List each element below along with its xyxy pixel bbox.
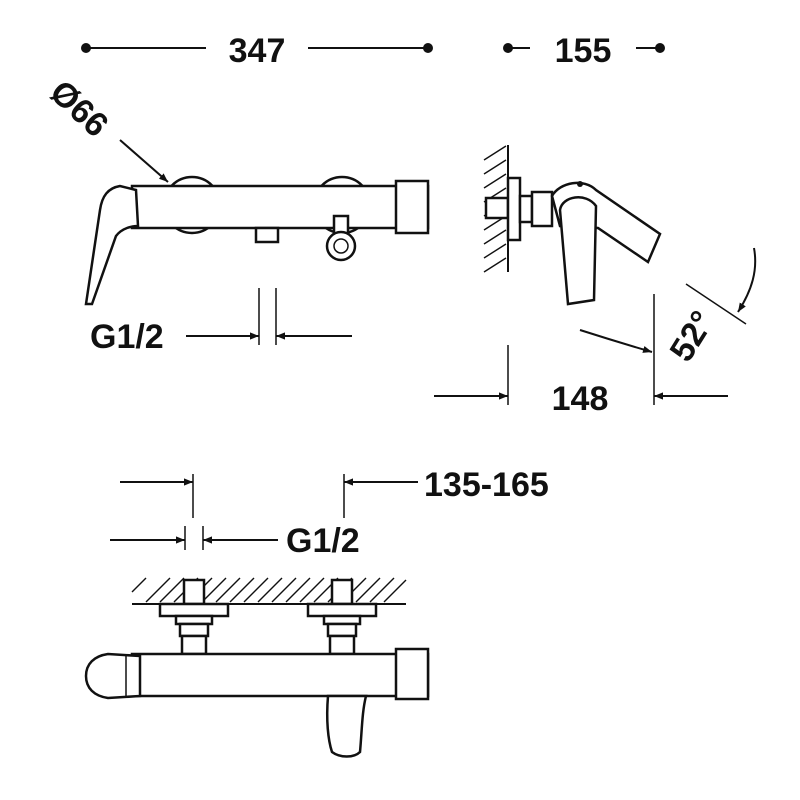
side-lever — [558, 196, 598, 306]
top-lever — [84, 652, 142, 700]
thermostat-knob — [394, 179, 430, 235]
dimension-thread-top: G1/2 — [90, 288, 352, 356]
dimension-diameter: Ø66 — [43, 73, 169, 183]
side-nut — [518, 194, 534, 224]
thread-bottom-label: G1/2 — [286, 522, 360, 560]
left-connector — [158, 578, 230, 656]
overall-length-label: 347 — [229, 32, 286, 70]
diameter-label: Ø66 — [43, 73, 116, 145]
top-view: 135-165 G1/2 — [84, 466, 549, 758]
dimension-angle: 52° — [579, 247, 757, 368]
front-view: 347 Ø66 G1/2 — [43, 32, 433, 356]
projection-label: 148 — [552, 380, 609, 418]
center-distance-label: 135-165 — [424, 466, 549, 504]
right-connector — [306, 578, 378, 656]
dimension-thread-bottom: G1/2 — [110, 522, 360, 560]
shower-outlet — [325, 214, 357, 262]
side-view: 155 148 — [434, 32, 757, 418]
side-flange — [506, 176, 522, 242]
dimension-overall-length: 347 — [81, 32, 433, 70]
side-connector — [530, 190, 554, 228]
lever-handle — [84, 184, 140, 306]
dimension-depth: 155 — [503, 32, 665, 70]
top-thermostat-knob — [394, 647, 430, 701]
diverter-knob — [254, 226, 280, 244]
top-body — [130, 652, 430, 698]
mixer-body — [130, 184, 430, 230]
depth-label: 155 — [555, 32, 612, 70]
top-spout — [325, 694, 368, 758]
angle-label: 52° — [663, 304, 722, 368]
dimension-projection: 148 — [434, 294, 728, 418]
wall-pipe — [484, 196, 510, 220]
wall-hatch-top — [131, 577, 407, 605]
dimension-center-distance: 135-165 — [120, 466, 549, 518]
thread-top-label: G1/2 — [90, 318, 164, 356]
